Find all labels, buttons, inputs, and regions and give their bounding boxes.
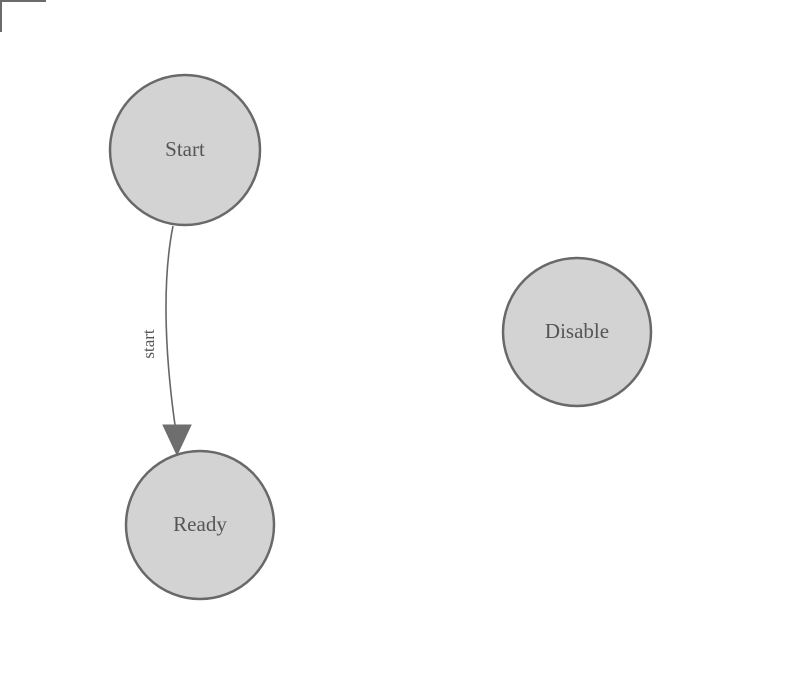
node-disable-label: Disable — [545, 319, 609, 343]
edge-line — [165, 225, 177, 433]
node-ready-circle — [124, 449, 276, 601]
edge-start-to-ready[interactable]: start — [139, 225, 192, 457]
node-disable[interactable]: Disable — [501, 256, 653, 408]
node-ready-label: Ready — [173, 512, 227, 536]
node-disable-circle — [501, 256, 653, 408]
node-start[interactable]: Start — [108, 73, 262, 227]
node-start-circle — [108, 73, 262, 227]
corner-bracket-icon — [0, 0, 46, 32]
edge-arrowhead-icon — [162, 424, 192, 457]
node-ready[interactable]: Ready — [124, 449, 276, 601]
node-start-label: Start — [165, 137, 205, 161]
edge-label: start — [139, 329, 158, 359]
